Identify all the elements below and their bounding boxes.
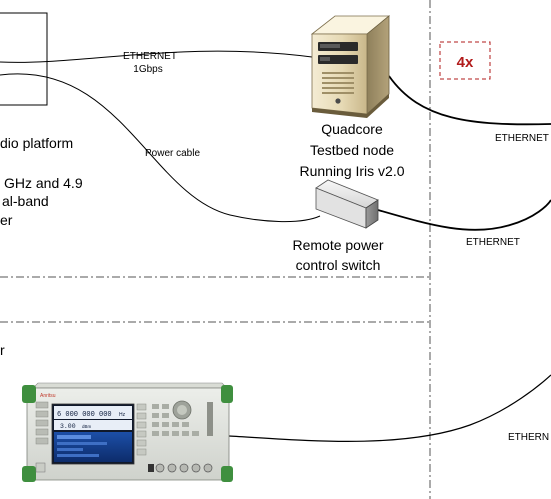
radio-platform-box xyxy=(0,12,48,106)
instrument-brand-label: Anritsu xyxy=(40,393,56,399)
lower-section-partial-label: r xyxy=(0,342,5,358)
radio-platform-label: dio platform xyxy=(0,135,73,151)
node-label-line-3: Running Iris v2.0 xyxy=(299,163,404,179)
ethernet-cable-platform-to-node xyxy=(0,50,313,63)
ethernet-top-label: ETHERNET xyxy=(123,51,177,62)
power-switch-label-line-1: Remote power xyxy=(292,237,383,253)
instrument-frequency-unit: Hz xyxy=(119,412,126,418)
cables xyxy=(0,50,551,442)
ethernet-right-bottom-label: ETHERN xyxy=(508,432,549,443)
ethernet-right-mid-label: ETHERNET xyxy=(466,237,520,248)
power-cable-platform-to-switch xyxy=(0,73,321,223)
section-boundaries xyxy=(0,0,431,499)
radio-frequency-line-1: GHz and 4.9 xyxy=(4,175,83,191)
ethernet-speed-label: 1Gbps xyxy=(133,64,162,75)
power-switch-label-line-2: control switch xyxy=(296,257,381,273)
server-tower-icon xyxy=(310,15,391,118)
multiplier-box xyxy=(439,41,491,80)
instrument-level-unit: dBm xyxy=(82,424,92,429)
ethernet-cable-node-to-right-top xyxy=(388,75,551,126)
multiplier-label: 4x xyxy=(457,54,474,71)
instrument-cable-to-right xyxy=(228,374,551,442)
node-label-line-2: Testbed node xyxy=(310,142,394,158)
instrument-frequency-readout: 6 000 000 000 xyxy=(57,411,112,419)
node-label-line-1: Quadcore xyxy=(321,121,383,137)
ethernet-right-top-label: ETHERNET xyxy=(495,133,549,144)
radio-frequency-line-3: er xyxy=(0,212,13,228)
signal-generator-icon: Anritsu 6 000 000 000 Hz 3.00 dBm xyxy=(22,382,233,482)
power-switch-box-icon xyxy=(315,179,379,229)
instrument-level-readout: 3.00 xyxy=(60,423,76,430)
power-cable-label: Power cable xyxy=(145,148,200,159)
ethernet-cable-switch-to-right xyxy=(377,199,551,231)
radio-frequency-line-2: al-band xyxy=(2,193,49,209)
